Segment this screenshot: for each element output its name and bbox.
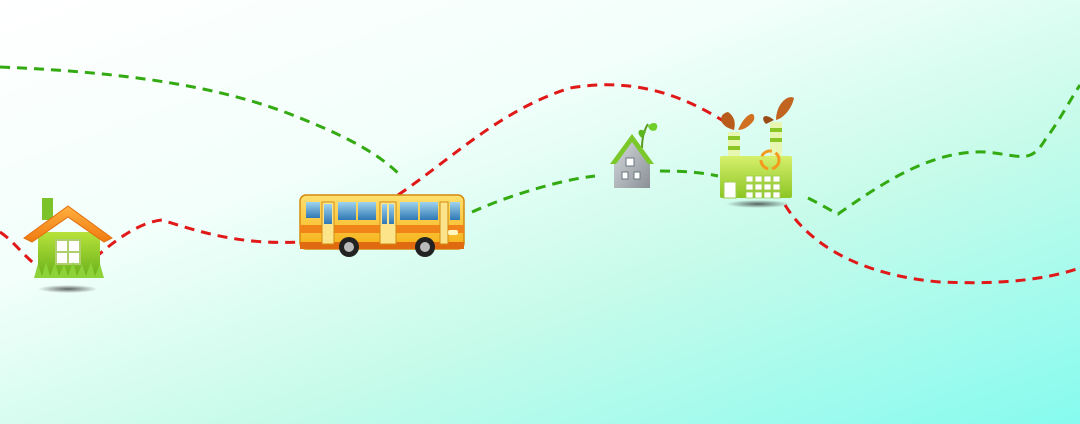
green-route-line	[471, 174, 596, 214]
red-route-line	[93, 218, 301, 260]
green-route-line	[807, 84, 1080, 216]
red-route-line	[0, 230, 41, 270]
bus-icon	[299, 194, 465, 257]
eco-factory-icon	[720, 97, 794, 208]
red-route-line	[783, 204, 1080, 285]
eco-house-icon	[610, 123, 658, 188]
recycle-icon	[759, 149, 781, 171]
green-route-line	[659, 169, 719, 178]
green-route-line	[0, 65, 402, 177]
home-icon	[23, 198, 113, 293]
red-route-line	[397, 83, 726, 197]
